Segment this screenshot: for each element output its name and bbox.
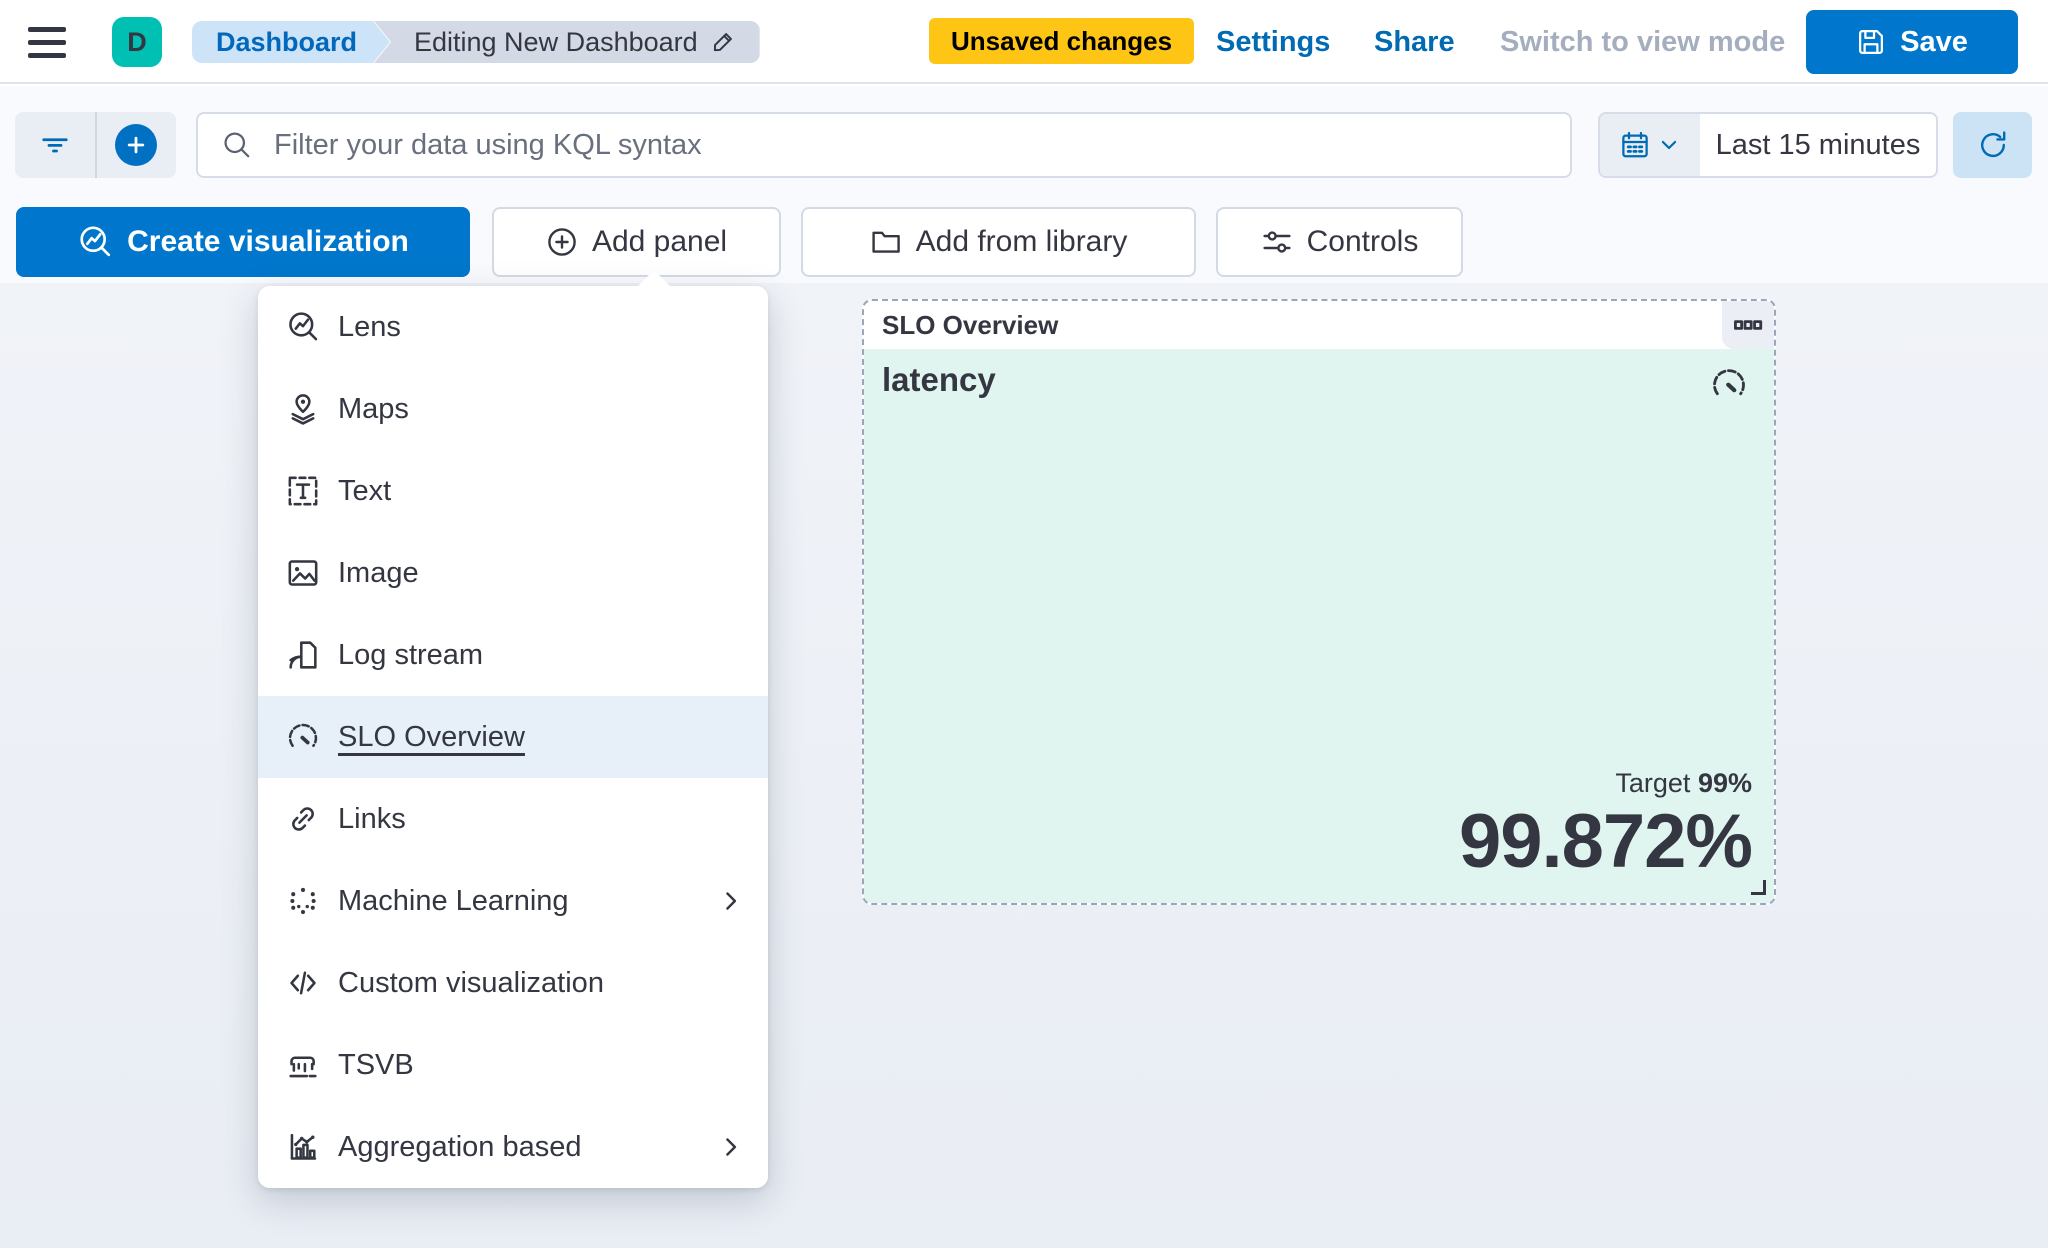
add-panel-menu: Lens Maps Text Image Log stream SLO Over…: [258, 270, 768, 1188]
folder-icon: [870, 226, 902, 258]
menu-item-links[interactable]: Links: [258, 778, 768, 860]
add-filter-plus-icon: [115, 124, 158, 166]
breadcrumb-dashboard[interactable]: Dashboard: [192, 21, 391, 63]
share-link[interactable]: Share: [1374, 26, 1455, 58]
menu-toggle-button[interactable]: [28, 20, 84, 64]
settings-link[interactable]: Settings: [1216, 26, 1331, 58]
link-icon: [286, 802, 320, 836]
add-from-library-label: Add from library: [915, 225, 1128, 258]
add-panel-menu-items: Lens Maps Text Image Log stream SLO Over…: [258, 286, 768, 1188]
search-icon: [222, 130, 252, 160]
kql-search: [196, 112, 1572, 178]
space-avatar[interactable]: D: [112, 17, 162, 67]
machine-learning-icon: [286, 884, 320, 918]
top-navigation-bar: D Dashboard Editing New Dashboard Unsave…: [0, 0, 2048, 84]
chevron-right-icon: [718, 888, 744, 914]
filter-menu-button[interactable]: [15, 112, 95, 178]
create-visualization-label: Create visualization: [127, 225, 409, 258]
breadcrumb-current-title[interactable]: Editing New Dashboard: [374, 21, 760, 63]
refresh-icon: [1977, 129, 2009, 161]
switch-to-view-mode-link[interactable]: Switch to view mode: [1500, 26, 1786, 58]
slo-target-line: Target 99%: [1459, 768, 1752, 799]
refresh-button[interactable]: [1953, 112, 2032, 178]
dashboard-title-text: Editing New Dashboard: [414, 27, 698, 57]
controls-label: Controls: [1306, 225, 1419, 258]
menu-item-machine-learning[interactable]: Machine Learning: [258, 860, 768, 942]
code-icon: [286, 966, 320, 1000]
menu-item-slo-overview[interactable]: SLO Overview: [258, 696, 768, 778]
panel-drag-header[interactable]: SLO Overview: [864, 301, 1774, 349]
aggregation-icon: [286, 1130, 320, 1164]
image-icon: [286, 556, 320, 590]
maps-icon: [286, 392, 320, 426]
add-panel-button[interactable]: Add panel: [492, 207, 781, 277]
create-visualization-button[interactable]: Create visualization: [16, 207, 470, 277]
menu-item-custom-visualization[interactable]: Custom visualization: [258, 942, 768, 1024]
lens-icon: [286, 310, 320, 344]
slo-panel-body: latency Target 99% 99.872%: [864, 349, 1774, 903]
calendar-icon: [1620, 130, 1650, 160]
menu-item-lens[interactable]: Lens: [258, 286, 768, 368]
calendar-dropdown-button[interactable]: [1600, 114, 1700, 176]
plus-circle-icon: [546, 226, 578, 258]
menu-item-tsvb[interactable]: TSVB: [258, 1024, 768, 1106]
gauge-icon: [1710, 365, 1748, 403]
chevron-down-icon: [1658, 134, 1680, 156]
filter-icon: [40, 130, 70, 160]
slo-metric-name: latency: [882, 361, 996, 398]
menu-item-maps[interactable]: Maps: [258, 368, 768, 450]
add-panel-label: Add panel: [591, 225, 728, 258]
sliders-icon: [1261, 226, 1293, 258]
kql-search-input[interactable]: [196, 112, 1572, 178]
query-and-toolbar-strip: Last 15 minutes Create visualization Add…: [0, 86, 2048, 283]
menu-item-image[interactable]: Image: [258, 532, 768, 614]
slo-target-label: Target: [1615, 768, 1691, 799]
add-filter-button[interactable]: [94, 112, 177, 178]
time-range-button[interactable]: Last 15 minutes: [1715, 128, 1921, 161]
time-range-picker: Last 15 minutes: [1598, 112, 1938, 178]
tsvb-icon: [286, 1048, 320, 1082]
slo-overview-panel[interactable]: SLO Overview latency Target 99% 99.872%: [862, 299, 1776, 905]
panel-title: SLO Overview: [882, 309, 1059, 340]
save-icon: [1856, 27, 1886, 57]
unsaved-changes-badge: Unsaved changes: [929, 18, 1195, 64]
menu-item-text[interactable]: Text: [258, 450, 768, 532]
edit-pencil-icon: [710, 29, 736, 55]
log-stream-icon: [286, 638, 320, 672]
gauge-icon: [286, 720, 320, 754]
panel-options-dots-icon: [1733, 310, 1763, 340]
chevron-right-icon: [718, 1134, 744, 1160]
panel-options-button[interactable]: [1722, 301, 1774, 349]
slo-target-value: 99%: [1697, 768, 1752, 799]
slo-figures: Target 99% 99.872%: [1458, 768, 1753, 885]
slo-value: 99.872%: [1458, 799, 1753, 885]
save-button[interactable]: Save: [1806, 10, 2018, 74]
dashboard-canvas: Lens Maps Text Image Log stream SLO Over…: [0, 270, 2048, 1248]
add-from-library-button[interactable]: Add from library: [801, 207, 1196, 277]
filter-button-group: [15, 112, 176, 178]
menu-item-aggregation-based[interactable]: Aggregation based: [258, 1106, 768, 1188]
controls-button[interactable]: Controls: [1216, 207, 1463, 277]
text-icon: [286, 474, 320, 508]
lens-icon: [77, 224, 113, 260]
panel-resize-handle[interactable]: [1751, 880, 1766, 895]
save-button-label: Save: [1900, 25, 1968, 58]
menu-item-log-stream[interactable]: Log stream: [258, 614, 768, 696]
